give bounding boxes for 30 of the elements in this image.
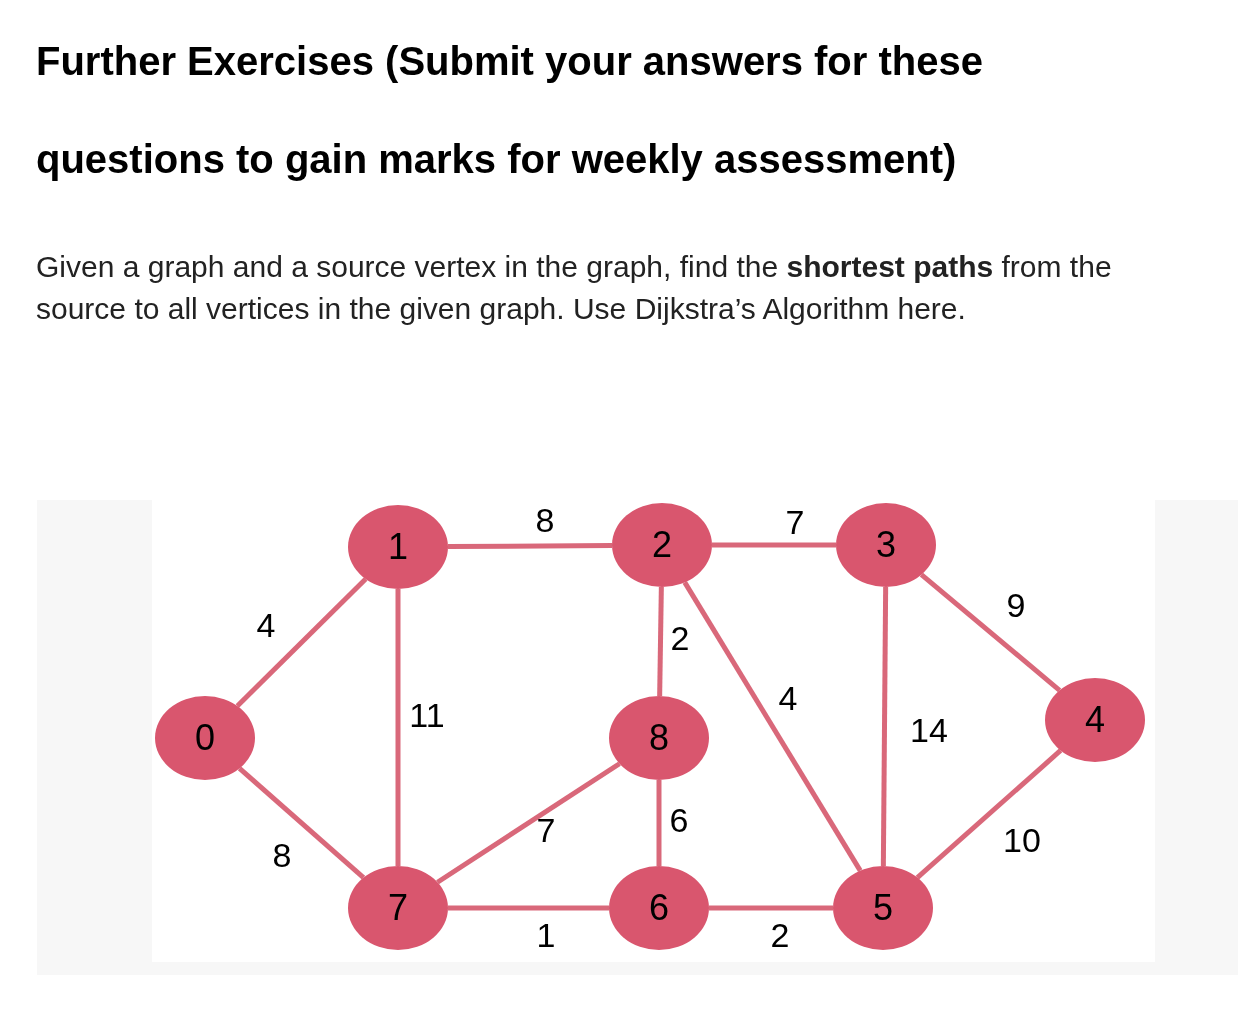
graph-edge: [656, 780, 662, 866]
edge-label: 7: [785, 504, 805, 540]
heading: Further Exercises (Submit your answers for these questions to gain marks for weekly assessment): [36, 38, 984, 183]
edge-label: 1: [536, 917, 556, 953]
edge-label: 11: [409, 697, 445, 733]
graph-edge: [237, 766, 366, 880]
graph-edge: [235, 577, 368, 708]
graph-edge: [395, 589, 401, 866]
edge-label: 6: [669, 802, 689, 838]
graph-edge: [448, 542, 612, 550]
graph-edge: [436, 761, 621, 885]
graph-edge: [709, 905, 833, 911]
edge-label: 10: [1003, 822, 1041, 858]
graph-edge: [448, 905, 609, 911]
edge-label: 4: [778, 680, 798, 716]
graph-edge: [682, 581, 863, 872]
edge-label: 4: [256, 607, 276, 643]
edge-label: 7: [536, 812, 556, 848]
graph-edge: [657, 586, 664, 697]
edge-label: 2: [670, 620, 690, 656]
graph-edge: [919, 572, 1062, 693]
edge-label: 9: [1006, 587, 1026, 623]
edge-label: 14: [910, 712, 948, 748]
graph-edge: [915, 748, 1063, 880]
edge-label: 8: [535, 502, 555, 538]
edge-label: 2: [770, 917, 790, 953]
instruction-paragraph: Given a graph and a source vertex in the graph, find the shortest paths from the source to all vertices in the given graph. Use Dijkstra’s Algorithm here.: [36, 249, 1113, 327]
graph-edge: [880, 587, 889, 866]
edge-label: 8: [272, 837, 292, 873]
graph-edge: [712, 542, 836, 548]
